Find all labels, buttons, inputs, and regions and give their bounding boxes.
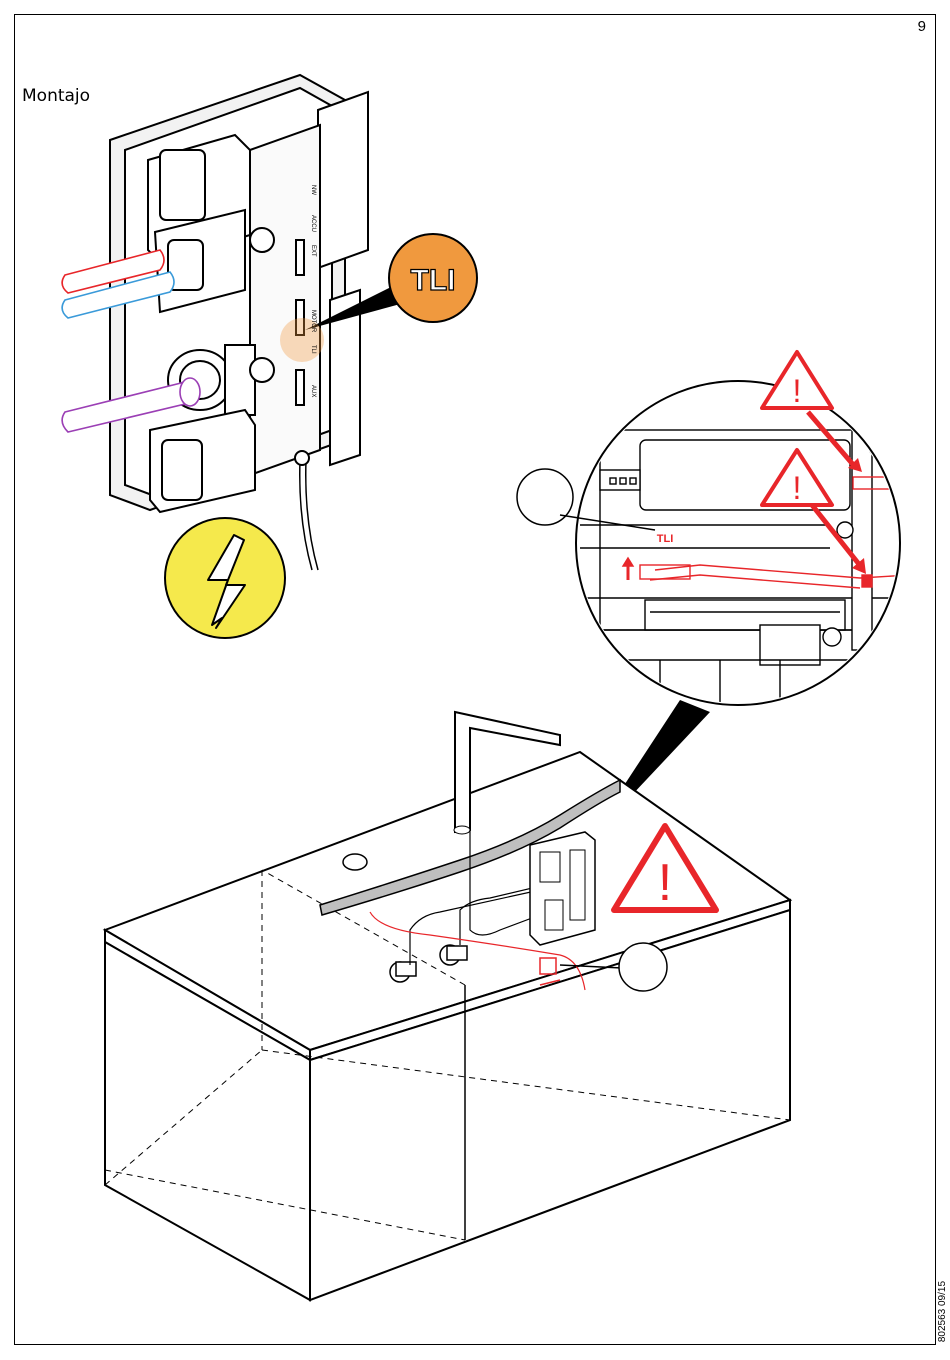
svg-text:!: ! bbox=[793, 373, 802, 409]
svg-text:!: ! bbox=[658, 854, 672, 912]
board-marking-ext: EXT bbox=[310, 245, 316, 257]
svg-text:!: ! bbox=[793, 470, 802, 506]
board-marking-motor: MOTOR bbox=[310, 310, 316, 333]
board-marking-nw: NW bbox=[310, 185, 316, 195]
detail-tli-label: TLI bbox=[657, 533, 674, 545]
tli-badge-label: TLI bbox=[411, 264, 456, 297]
board-marking-tli: TLI bbox=[310, 345, 316, 354]
board-marking-aux: AUX bbox=[310, 385, 316, 397]
callout-circle-top bbox=[517, 469, 573, 525]
board-marking-accu: ACCU bbox=[310, 215, 316, 232]
sink-cabinet-illustration bbox=[105, 712, 790, 1300]
hazard-voltage-icon bbox=[165, 518, 285, 638]
